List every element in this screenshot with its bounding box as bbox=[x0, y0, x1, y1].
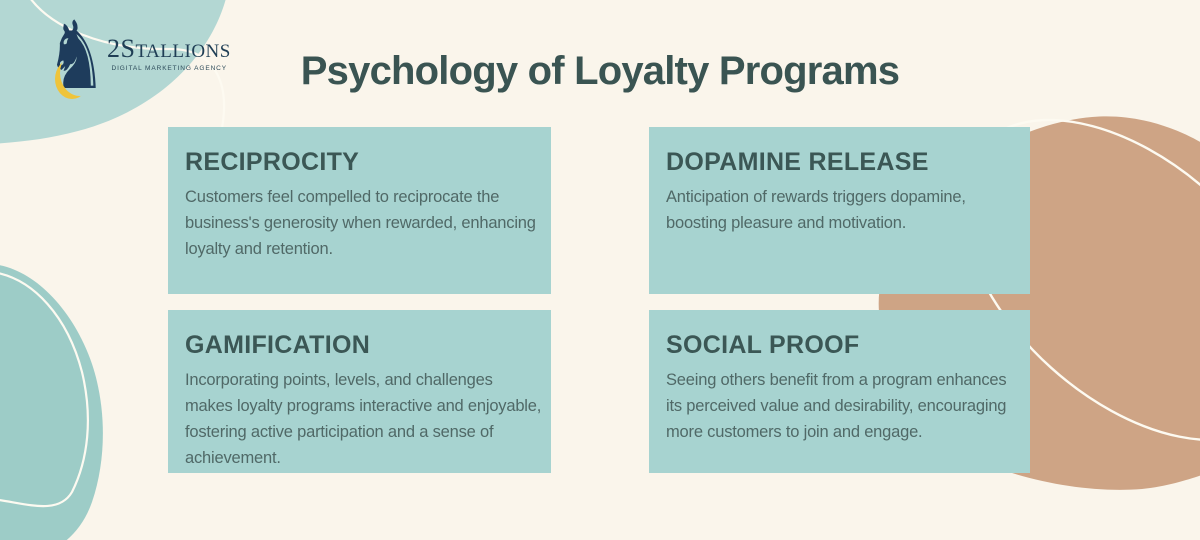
card-body: Customers feel compelled to reciprocate … bbox=[185, 188, 536, 258]
brand-wordmark: 2STALLIONS bbox=[107, 34, 231, 64]
card-gamification: GAMIFICATION Incorporating points, level… bbox=[168, 310, 551, 473]
card-body: Seeing others benefit from a program enh… bbox=[666, 371, 1007, 441]
card-dopamine-release: DOPAMINE RELEASE Anticipation of rewards… bbox=[649, 127, 1030, 294]
card-heading: SOCIAL PROOF bbox=[666, 331, 860, 359]
card-heading: DOPAMINE RELEASE bbox=[666, 148, 929, 176]
card-body: Incorporating points, levels, and challe… bbox=[185, 371, 542, 467]
brand-tagline: DIGITAL MARKETING AGENCY bbox=[111, 65, 227, 72]
decorative-line-bottom-left bbox=[0, 272, 89, 508]
brand-wordmark-prefix: 2S bbox=[107, 34, 136, 63]
brand-wordmark-suffix: TALLIONS bbox=[135, 41, 231, 62]
chess-knight-icon: ♞ bbox=[46, 2, 107, 111]
card-reciprocity: RECIPROCITY Customers feel compelled to … bbox=[168, 127, 551, 294]
page-title: Psychology of Loyalty Programs bbox=[300, 49, 900, 93]
blob-bottom-left bbox=[0, 265, 103, 540]
decorative-line-top-left bbox=[30, 0, 225, 139]
brand-text: 2STALLIONS DIGITAL MARKETING AGENCY bbox=[107, 34, 231, 72]
card-heading: RECIPROCITY bbox=[185, 148, 360, 176]
card-body: Anticipation of rewards triggers dopamin… bbox=[666, 188, 966, 232]
card-heading: GAMIFICATION bbox=[185, 331, 371, 359]
brand-logo: ♞ 2STALLIONS DIGITAL MARKETING AGENCY bbox=[0, 0, 260, 110]
blob-top-left bbox=[0, 0, 226, 144]
card-social-proof: SOCIAL PROOF Seeing others benefit from … bbox=[649, 310, 1030, 473]
